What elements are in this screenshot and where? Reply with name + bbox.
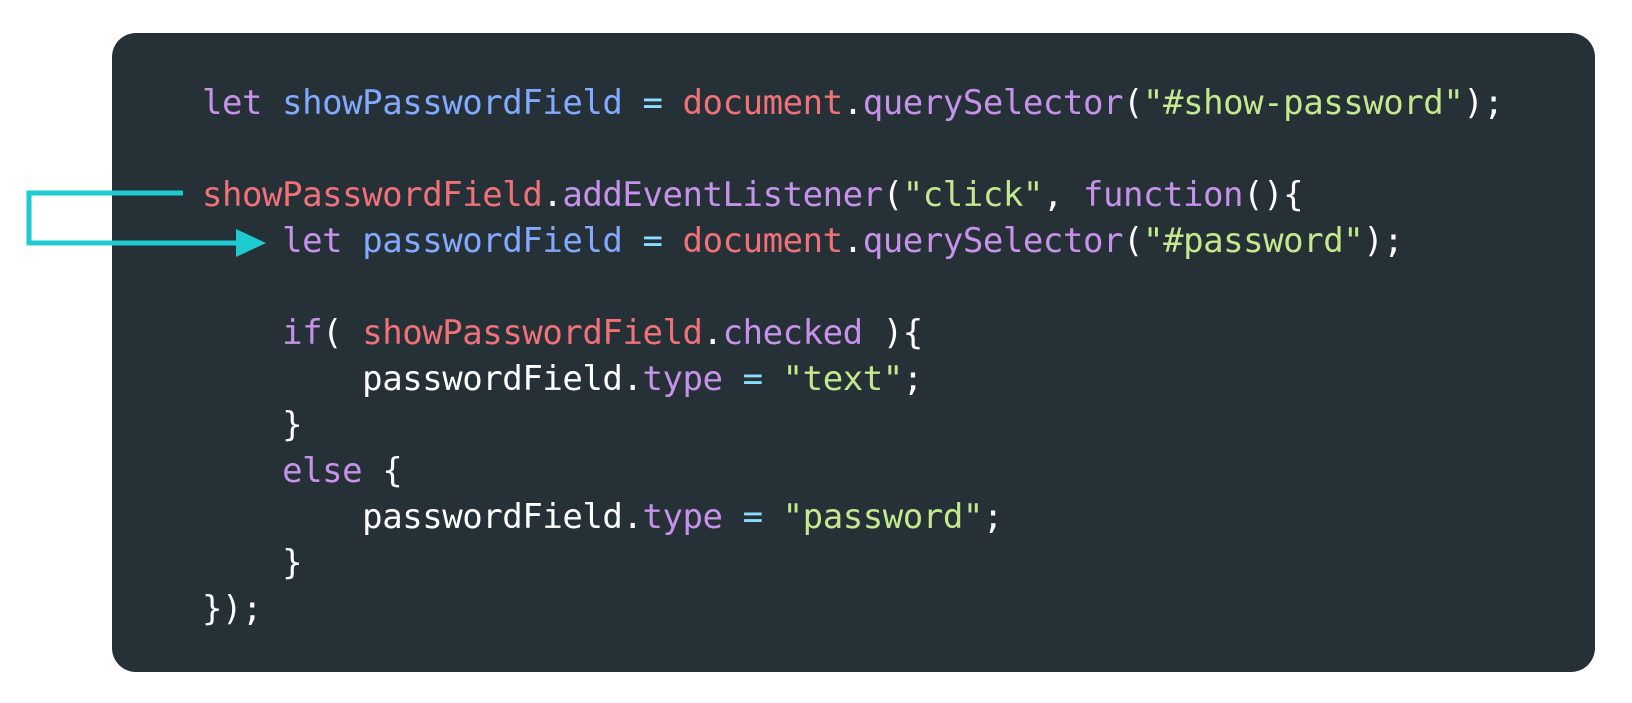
code-token-plain: . [702,313,723,353]
code-token-string: "text" [782,359,904,399]
code-token-plain: ( [1123,221,1144,261]
code-token-plain: ( [322,313,363,353]
code-token-operator: = [742,359,763,399]
code-token-string: "click" [902,175,1044,215]
code-token-variable: passwordField [362,221,623,261]
code-panel [112,33,1595,672]
code-token-plain: . [622,359,643,399]
code-token-plain: ; [982,497,1003,537]
code-token-object: showPasswordField [362,313,703,353]
code-token-plain: ); [1463,83,1504,123]
code-token-plain [202,497,362,537]
code-token-plain [723,359,743,399]
code-token-method: querySelector [862,83,1124,123]
code-token-plain [202,221,282,261]
code-token-plain [202,359,362,399]
code-token-plain: }); [202,589,263,629]
code-token-object: document [682,221,844,261]
code-token-plain: } [282,543,303,583]
code-token-plain: } [282,405,303,445]
code-line-7: else { [202,448,403,494]
code-token-plain [262,83,282,123]
code-token-plain: . [622,497,643,537]
code-line-6: } [202,402,302,448]
code-token-method: type [642,359,723,399]
code-line-9: } [202,540,302,586]
code-token-plain: passwordField [362,497,623,537]
code-token-string: "#show-password" [1143,83,1464,123]
code-token-operator: = [742,497,763,537]
code-token-plain [663,221,683,261]
code-token-keyword: function [1082,175,1244,215]
code-token-object: showPasswordField [202,175,543,215]
code-line-8: passwordField.type = "password"; [202,494,1003,540]
code-token-plain [763,497,783,537]
code-token-plain [723,497,743,537]
code-token-operator: = [642,221,663,261]
code-token-object: document [682,83,844,123]
code-token-plain: ){ [862,313,923,353]
code-token-plain: . [842,83,863,123]
code-token-plain [342,221,362,261]
code-token-plain: ); [1363,221,1404,261]
code-token-plain: . [842,221,863,261]
code-line-4: if( showPasswordField.checked ){ [202,310,923,356]
code-token-keyword: let [202,83,263,123]
code-token-plain: . [542,175,563,215]
code-token-method: type [642,497,723,537]
code-token-plain [202,543,282,583]
code-line-10: }); [202,586,263,632]
code-token-plain [763,359,783,399]
code-token-plain: ( [882,175,903,215]
code-token-method: addEventListener [562,175,883,215]
code-token-keyword: if [282,313,323,353]
code-token-operator: = [642,83,663,123]
code-token-method: querySelector [862,221,1124,261]
code-token-plain [202,405,282,445]
code-token-string: "#password" [1143,221,1364,261]
code-token-keyword: let [282,221,343,261]
code-token-plain [663,83,683,123]
code-token-plain: ( [1123,83,1144,123]
code-token-plain [202,451,282,491]
code-line-2: showPasswordField.addEventListener("clic… [202,172,1304,218]
code-token-plain: , [1042,175,1083,215]
code-token-plain [622,221,642,261]
code-token-plain: (){ [1243,175,1304,215]
code-line-5: passwordField.type = "text"; [202,356,923,402]
code-token-plain [622,83,642,123]
code-token-keyword: else [282,451,363,491]
code-token-string: "password" [782,497,984,537]
code-line-3: let passwordField = document.querySelect… [202,218,1404,264]
code-token-plain: { [362,451,403,491]
code-token-method: checked [722,313,864,353]
code-token-variable: showPasswordField [282,83,623,123]
code-token-plain: passwordField [362,359,623,399]
code-token-plain [202,313,282,353]
code-token-plain: ; [902,359,923,399]
code-line-1: let showPasswordField = document.querySe… [202,80,1504,126]
